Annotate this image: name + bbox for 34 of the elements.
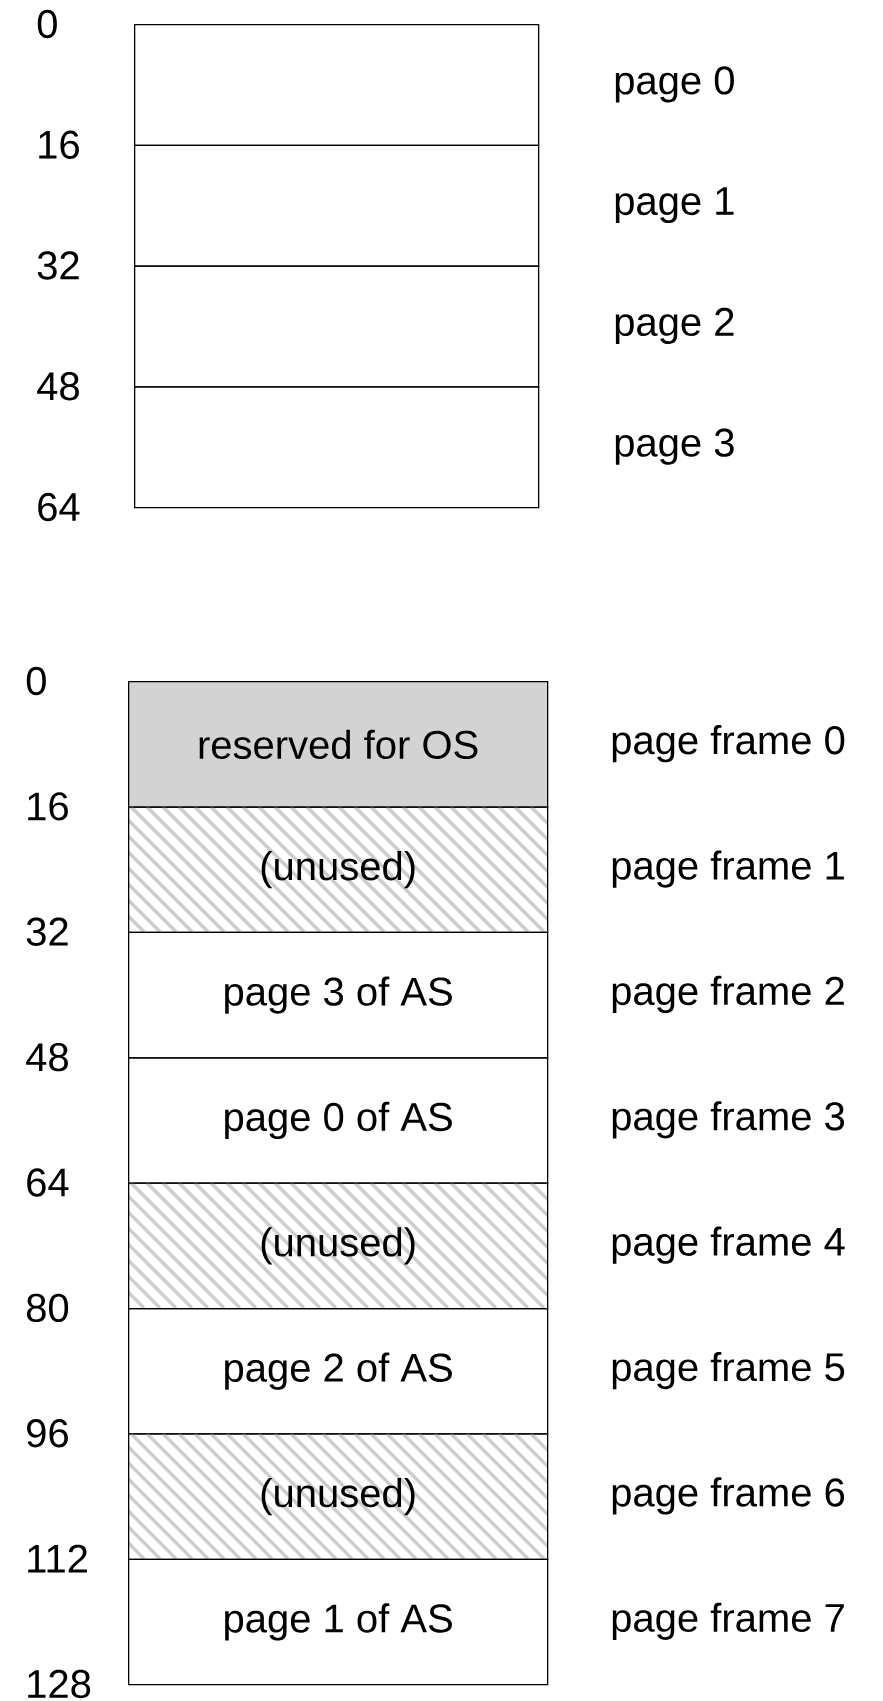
address-label: 112 <box>28 1544 87 1573</box>
frame-label: page frame 2 <box>612 975 844 1014</box>
page-label: page 0 <box>615 66 734 103</box>
page-label: page 3 <box>615 428 734 465</box>
address-label: 64 <box>27 1168 69 1197</box>
address-label: 96 <box>27 1419 68 1448</box>
address-label: 128 <box>28 1669 91 1699</box>
frame-box: page 3 of AS <box>128 931 549 1059</box>
frame-label: page frame 3 <box>612 1101 845 1139</box>
page-label: page 2 <box>615 307 734 344</box>
frame-box: page 1 of AS <box>128 1558 549 1686</box>
frame-box: (unused) <box>128 1182 549 1310</box>
address-label: 48 <box>37 372 79 401</box>
frame-label: page frame 6 <box>612 1477 845 1515</box>
address-label: 16 <box>28 792 68 821</box>
address-label: 80 <box>26 1293 69 1323</box>
frame-label: page frame 5 <box>612 1351 845 1390</box>
address-label: 16 <box>39 130 79 159</box>
address-label: 32 <box>26 917 68 946</box>
frame-label: page frame 4 <box>612 1226 845 1264</box>
page-label: page 1 <box>615 187 734 224</box>
address-label: 0 <box>37 9 57 39</box>
address-label: 48 <box>26 1042 68 1072</box>
frame-box: (unused) <box>128 806 549 934</box>
frame-label: page frame 1 <box>612 850 844 888</box>
frame-box: page 2 of AS <box>128 1307 549 1435</box>
address-label: 32 <box>37 251 79 280</box>
frame-box: (unused) <box>128 1433 549 1560</box>
frame-label: page frame 7 <box>612 1602 844 1640</box>
address-label: 64 <box>38 492 80 522</box>
frame-box: page 0 of AS <box>128 1057 549 1184</box>
frame-box: reserved for OS <box>128 681 549 808</box>
address-label: 0 <box>26 666 46 696</box>
frame-label: page frame 0 <box>612 725 845 763</box>
